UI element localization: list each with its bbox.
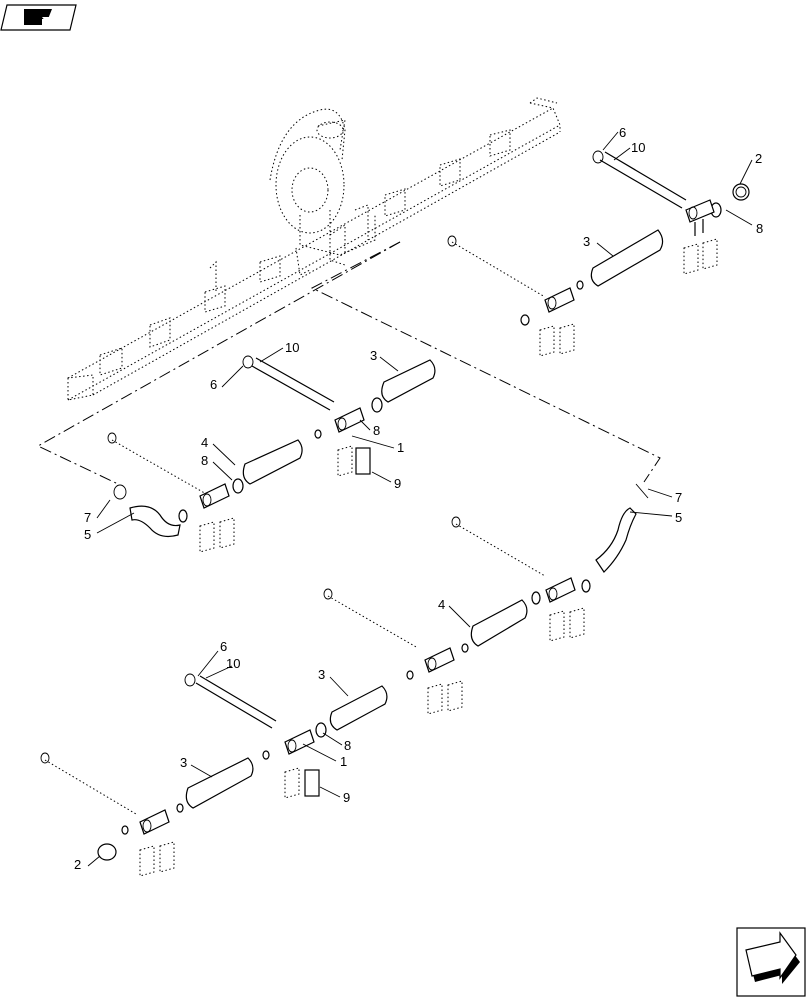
next-page-arrow-icon[interactable] [736, 927, 806, 997]
callout-labels: 6 10 2 8 3 10 3 6 8 1 4 8 9 7 5 7 5 4 6 … [74, 125, 763, 872]
callout-6: 6 [619, 125, 626, 140]
chassis-frame [67, 97, 561, 401]
upper-right-assembly [447, 150, 750, 357]
callout-4: 4 [438, 597, 445, 612]
callout-1: 1 [397, 440, 404, 455]
callout-3: 3 [583, 234, 590, 249]
middle-left-assembly [107, 355, 436, 553]
callout-9: 9 [343, 790, 350, 805]
callout-8: 8 [756, 221, 763, 236]
callout-8: 8 [344, 738, 351, 753]
book-icon[interactable] [0, 4, 77, 31]
callout-6: 6 [220, 639, 227, 654]
callout-7: 7 [675, 490, 682, 505]
callout-3: 3 [370, 348, 377, 363]
routing-centerlines [36, 241, 661, 485]
callout-10: 10 [226, 656, 240, 671]
leader-lines [87, 131, 753, 867]
callout-5: 5 [675, 510, 682, 525]
callout-7: 7 [84, 510, 91, 525]
middle-right-assembly [323, 483, 649, 715]
callout-2: 2 [74, 857, 81, 872]
callout-3: 3 [318, 667, 325, 682]
callout-4: 4 [201, 435, 208, 450]
callout-9: 9 [394, 476, 401, 491]
callout-10: 10 [285, 340, 299, 355]
callout-3: 3 [180, 755, 187, 770]
callout-10: 10 [631, 140, 645, 155]
callout-2: 2 [755, 151, 762, 166]
callout-6: 6 [210, 377, 217, 392]
callout-8: 8 [373, 423, 380, 438]
lower-assembly [40, 673, 388, 877]
callout-5: 5 [84, 527, 91, 542]
callout-8: 8 [201, 453, 208, 468]
callout-1: 1 [340, 754, 347, 769]
